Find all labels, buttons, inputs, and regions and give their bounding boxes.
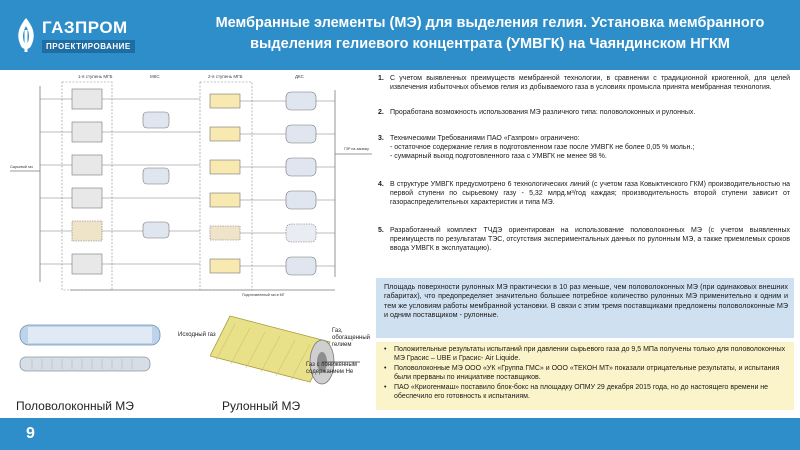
- caption-spiral-roll: Рулонный МЭ: [222, 399, 301, 413]
- stage1-module-reserve: [40, 220, 200, 242]
- dks-compressor: [285, 157, 335, 177]
- stage2-module: [209, 93, 286, 109]
- dks-compressor: [285, 190, 335, 210]
- logo-name: ГАЗПРОМ: [42, 18, 128, 37]
- point-text: В структуре УМВГК предусмотрено 6 технол…: [390, 181, 790, 206]
- bullet-icon: •: [384, 346, 387, 353]
- gazprom-logo: ГАЗПРОМ ПРОЕКТИРОВАНИЕ: [12, 14, 162, 58]
- hollow-fiber-module-illustration: [19, 324, 161, 372]
- dks-label: ДКС: [295, 74, 305, 79]
- result-text: Половолоконные МЭ ООО «УК «Группа ГМС» и…: [394, 365, 780, 381]
- stage1-module: [40, 253, 200, 275]
- roll-enriched-label: Газ, обогащенный гелием: [332, 328, 371, 348]
- dks-compressor-reserve: [285, 223, 335, 243]
- result-text: ПАО «Криогенмаш» поставило блок-бокс на …: [394, 384, 769, 400]
- roll-depleted-label: Газ с пониженным содержанием Не: [306, 362, 357, 375]
- test-results-box: • Положительные результаты испытаний при…: [376, 342, 794, 410]
- bullet-icon: •: [384, 365, 387, 372]
- key-points-list: 1. С учетом выявленных преимуществ мембр…: [376, 72, 796, 272]
- stage2-module: [209, 192, 286, 208]
- comparison-note-box: Площадь поверхности рулонных МЭ практиче…: [376, 278, 794, 338]
- flame-logo-icon: [18, 18, 34, 52]
- raw-gas-label: Сырьевой газ: [10, 165, 33, 169]
- point-number: 1.: [378, 75, 384, 82]
- page-title: Мембранные элементы (МЭ) для выделения г…: [200, 13, 780, 55]
- caption-hollow-fiber: Половолоконный МЭ: [16, 399, 134, 413]
- stage1-module: [40, 187, 200, 209]
- bullet-icon: •: [384, 384, 387, 391]
- stage1-module: [40, 121, 200, 143]
- process-flow-diagram: 1-я ступень МГБ МКС 2-я ступень МГБ ДКС …: [10, 74, 372, 297]
- roll-inlet-label: Исходный газ: [178, 332, 216, 338]
- header-bar: ГАЗПРОМ ПРОЕКТИРОВАНИЕ Мембранные элемен…: [0, 0, 800, 70]
- mks-compressor: [142, 221, 170, 239]
- point-text: Техническими Требованиями ПАО «Газпром» …: [390, 135, 580, 142]
- point-number: 3.: [378, 135, 384, 142]
- stage1-module: [40, 154, 200, 176]
- mks-compressor: [142, 111, 170, 129]
- prepared-gas-label: Подготовленный газ в МГ: [242, 293, 285, 297]
- dks-compressor: [285, 91, 335, 111]
- stage1-module: [40, 88, 200, 110]
- point-text: Разработанный комплект ТЧДЭ ориентирован…: [390, 227, 790, 252]
- logo-subtitle: ПРОЕКТИРОВАНИЕ: [42, 40, 135, 53]
- point-number: 2.: [378, 109, 384, 116]
- point-text-block: Техническими Требованиями ПАО «Газпром» …: [390, 134, 790, 161]
- title-line-2: выделения гелиевого концентрата (УМВГК) …: [250, 36, 730, 52]
- stage2-module-reserve: [209, 225, 286, 241]
- gsp-label: ГЗР на закачку: [344, 147, 369, 151]
- stage2-module: [209, 258, 286, 274]
- point-text: С учетом выявленных преимуществ мембранн…: [390, 75, 790, 91]
- mks-label: МКС: [150, 74, 160, 79]
- point-number: 5.: [378, 227, 384, 234]
- stage2-module: [209, 159, 286, 175]
- page-number: 9: [26, 425, 35, 442]
- point-subtext: - остаточное содержание гелия в подготов…: [390, 144, 695, 151]
- point-text: Проработана возможность использования МЭ…: [390, 109, 696, 116]
- title-line-1: Мембранные элементы (МЭ) для выделения г…: [215, 15, 765, 31]
- stage1-label: 1-я ступень МГБ: [78, 74, 113, 79]
- point-subtext: - суммарный выход подготовленного газа с…: [390, 153, 607, 160]
- point-number: 4.: [378, 181, 384, 188]
- diagram-panel: 1-я ступень МГБ МКС 2-я ступень МГБ ДКС …: [10, 72, 372, 417]
- mks-compressor: [142, 167, 170, 185]
- dks-compressor: [285, 256, 335, 276]
- footer-bar: [0, 418, 800, 450]
- spiral-roll-illustration: [210, 315, 360, 385]
- comparison-note-text: Площадь поверхности рулонных МЭ практиче…: [384, 282, 788, 320]
- dks-compressor: [285, 124, 335, 144]
- stage2-module: [209, 126, 286, 142]
- stage2-label: 2-я ступень МГБ: [208, 74, 243, 79]
- result-text: Положительные результаты испытаний при д…: [394, 346, 786, 362]
